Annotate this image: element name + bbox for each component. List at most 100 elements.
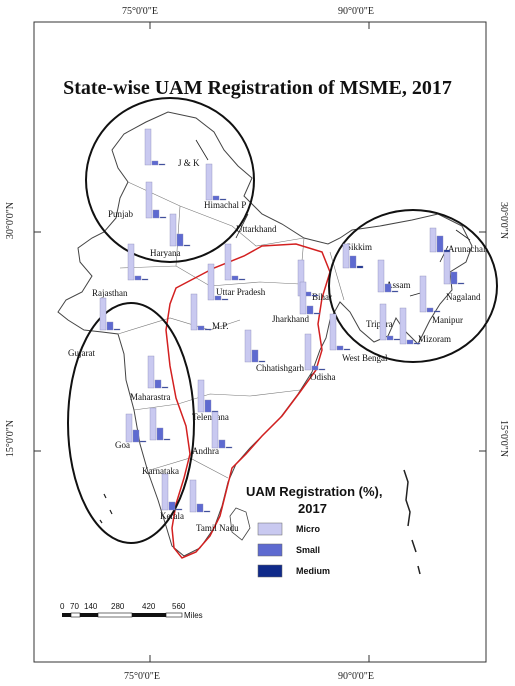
- bar-medium: [413, 342, 421, 345]
- bar-medium: [183, 244, 191, 247]
- bar-micro: [211, 411, 219, 449]
- bar-group-nagaland: [443, 251, 465, 285]
- bar-small: [251, 349, 259, 363]
- bar-small: [336, 345, 344, 351]
- bar-micro: [207, 263, 215, 301]
- bar-small: [450, 271, 458, 285]
- bar-small: [204, 399, 212, 413]
- bar-group-rajasthan: [127, 243, 149, 281]
- bar-small: [132, 429, 140, 443]
- bar-medium: [391, 290, 399, 293]
- label-mp: M.P.: [212, 321, 229, 331]
- bar-group-himachal-p: [205, 163, 227, 201]
- label-himachal: Himachal P: [204, 200, 246, 210]
- red-region-outline: [165, 243, 331, 559]
- legend-title-line2: 2017: [298, 501, 327, 516]
- bar-group-m-p-: [190, 293, 212, 331]
- scale-unit: Miles: [184, 611, 203, 620]
- bar-group-andhra: [211, 411, 233, 449]
- scale-seg-1: [62, 613, 71, 617]
- bar-small: [386, 335, 394, 341]
- north-circle: [85, 97, 255, 263]
- bar-small: [156, 427, 164, 441]
- bar-small: [406, 339, 414, 345]
- bar-micro: [127, 243, 135, 281]
- bar-small: [218, 439, 226, 449]
- bar-medium: [203, 510, 211, 513]
- bar-small: [349, 255, 357, 269]
- bar-micro: [443, 251, 451, 285]
- bar-medium: [158, 163, 166, 166]
- label-chhattisgarh: Chhatishgarh: [256, 363, 304, 373]
- scale-tick-70: 70: [70, 602, 79, 611]
- map-title: State-wise UAM Registration of MSME, 201…: [63, 77, 452, 99]
- legend-label-micro: Micro: [296, 524, 321, 534]
- bar-small: [151, 160, 159, 166]
- bar-small: [436, 235, 444, 253]
- scale-tick-420: 420: [142, 602, 156, 611]
- legend-swatch-small: [257, 543, 283, 557]
- right-lat-label-30: 30°0'0"N: [498, 202, 509, 240]
- label-maharashtra: Maharastra: [130, 392, 170, 402]
- bar-small: [152, 209, 160, 219]
- bar-micro: [377, 259, 385, 293]
- bar-group-odisha: [304, 333, 326, 371]
- top-lon-label-90: 90°0'0"E: [338, 6, 374, 17]
- label-jk: J & K: [178, 158, 200, 168]
- bar-small: [426, 307, 434, 313]
- bar-small: [196, 503, 204, 513]
- bar-micro: [399, 307, 407, 345]
- bar-group-tamil-nadu: [189, 479, 211, 513]
- bar-group-west-bengal: [329, 313, 351, 351]
- bar-medium: [175, 508, 183, 511]
- bar-micro: [144, 128, 152, 166]
- label-tamilnadu: Tamil Nadu: [196, 523, 239, 533]
- bar-small: [214, 295, 222, 301]
- bar-micro: [197, 379, 205, 413]
- label-goa: Goa: [115, 440, 130, 450]
- bar-medium: [356, 265, 364, 269]
- bar-group-sikkim: [342, 243, 364, 269]
- bar-medium: [443, 249, 451, 253]
- bar-small: [384, 283, 392, 293]
- top-lon-label-75: 75°0'0"E: [122, 6, 158, 17]
- bar-group-jharkhand: [299, 281, 321, 315]
- scale-tick-0: 0: [60, 602, 65, 611]
- label-punjab: Punjab: [108, 209, 134, 219]
- bar-micro: [161, 473, 169, 511]
- bar-small: [306, 305, 314, 315]
- bar-micro: [244, 329, 252, 363]
- label-uttarpradesh: Uttar Pradesh: [216, 287, 266, 297]
- bar-medium: [225, 446, 233, 449]
- bar-group-kerala: [161, 473, 183, 511]
- bar-group-manipur: [419, 275, 441, 313]
- bar-medium: [113, 328, 121, 331]
- bar-small: [168, 501, 176, 511]
- leader-lines: [195, 139, 471, 297]
- bar-small: [197, 325, 205, 331]
- andaman-islands: [403, 469, 421, 575]
- scale-seg-6: [165, 612, 183, 618]
- bottom-lon-label-75: 75°0'0"E: [124, 671, 160, 682]
- bar-micro: [189, 479, 197, 513]
- bar-micro: [429, 227, 437, 253]
- label-westbengal: West Bengal: [342, 353, 388, 363]
- bar-micro: [342, 243, 350, 269]
- bar-medium: [318, 368, 326, 371]
- bar-group-uttar-pradesh: [207, 263, 229, 301]
- legend: UAM Registration (%), 2017 Micro Small M…: [246, 484, 383, 578]
- bar-micro: [205, 163, 213, 201]
- state-bar-charts: [99, 128, 465, 513]
- label-bihar: Bihar: [312, 292, 332, 302]
- label-rajasthan: Rajasthan: [92, 288, 128, 298]
- bar-group-assam: [377, 259, 399, 293]
- bar-micro: [419, 275, 427, 313]
- bar-group-tripura: [379, 303, 401, 341]
- bar-small: [154, 379, 162, 389]
- bar-small: [134, 275, 142, 281]
- bar-micro: [149, 407, 157, 441]
- label-odisha: Odisha: [310, 372, 336, 382]
- northeast-circle: [328, 209, 498, 363]
